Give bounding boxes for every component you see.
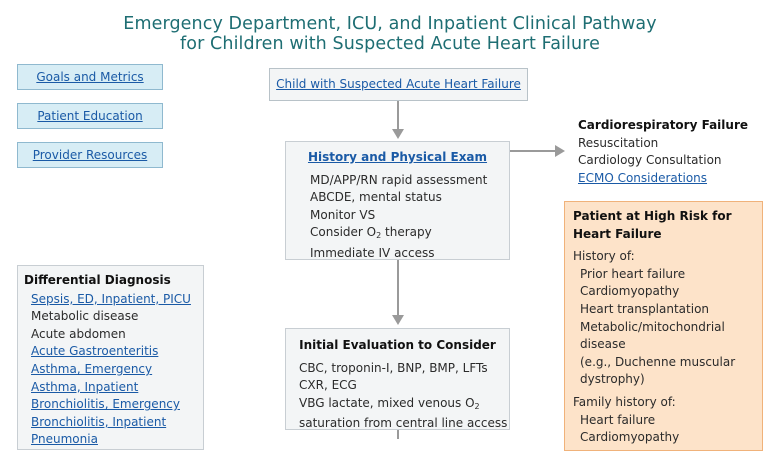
high-risk-node: Patient at High Risk for Heart Failure H… xyxy=(564,201,763,451)
o2-suffix: therapy xyxy=(381,225,432,240)
family-label: Family history of: xyxy=(573,394,676,409)
initial-evaluation-item: CXR, ECG xyxy=(299,378,357,393)
history-exam-node: History and Physical Exam MD/APP/RN rapi… xyxy=(285,141,510,260)
differential-item: Acute abdomen xyxy=(31,326,126,341)
history-item: Prior heart failure xyxy=(580,266,686,281)
family-item: Cardiomyopathy xyxy=(580,430,680,445)
history-exam-title[interactable]: History and Physical Exam xyxy=(307,150,488,164)
history-exam-item: Monitor VS xyxy=(310,207,376,222)
vbg-prefix: VBG lactate, mixed venous O xyxy=(299,395,475,410)
cardiorespiratory-title: Cardiorespiratory Failure xyxy=(578,118,749,132)
title-line-2: for Children with Suspected Acute Heart … xyxy=(180,34,600,54)
goals-metrics-button[interactable]: Goals and Metrics xyxy=(17,64,163,90)
vbg-item-line-2: saturation from central line access xyxy=(299,416,508,431)
history-label: History of: xyxy=(573,249,635,264)
flow-arrows xyxy=(392,101,565,439)
initial-evaluation-node: Initial Evaluation to Consider CBC, trop… xyxy=(285,328,510,430)
history-exam-item: MD/APP/RN rapid assessment xyxy=(310,172,488,187)
history-item: (e.g., Duchenne muscular dystrophy) xyxy=(580,354,736,387)
arrowhead-start-to-history xyxy=(392,129,404,139)
arrowhead-history-to-cardio xyxy=(555,145,565,157)
initial-evaluation-title: Initial Evaluation to Consider xyxy=(299,338,496,352)
differential-item: Metabolic disease xyxy=(31,309,139,324)
arrowhead-history-to-evaluation xyxy=(392,315,404,325)
history-exam-item: ABCDE, mental status xyxy=(310,190,442,205)
o2-subscript: 2 xyxy=(376,231,382,241)
differential-link[interactable]: Pneumonia xyxy=(31,432,98,447)
differential-link[interactable]: Bronchiolitis, Emergency xyxy=(31,397,180,412)
initial-evaluation-item: CBC, troponin-I, BNP, BMP, LFTs xyxy=(299,360,488,375)
history-exam-o2-item: Consider O2 therapy xyxy=(310,224,509,245)
start-node-link[interactable]: Child with Suspected Acute Heart Failure xyxy=(276,76,521,91)
differential-diagnosis-node: Differential Diagnosis Sepsis, ED, Inpat… xyxy=(17,265,204,450)
history-exam-item: Immediate IV access xyxy=(310,245,435,260)
provider-resources-button[interactable]: Provider Resources xyxy=(17,142,163,168)
o2-prefix: Consider O xyxy=(310,225,377,240)
differential-link[interactable]: Bronchiolitis, Inpatient xyxy=(31,414,167,429)
start-node[interactable]: Child with Suspected Acute Heart Failure xyxy=(269,68,528,101)
differential-link[interactable]: Acute Gastroenteritis xyxy=(31,344,159,359)
differential-title: Differential Diagnosis xyxy=(24,273,171,287)
title-line-1: Emergency Department, ICU, and Inpatient… xyxy=(123,14,657,34)
goals-metrics-link[interactable]: Goals and Metrics xyxy=(36,70,144,84)
patient-education-button[interactable]: Patient Education xyxy=(17,103,163,129)
history-item: Heart transplantation xyxy=(580,301,710,316)
ecmo-link[interactable]: ECMO Considerations xyxy=(578,170,708,185)
provider-resources-link[interactable]: Provider Resources xyxy=(32,148,148,162)
history-item: Metabolic/mitochondrial disease xyxy=(580,319,725,352)
differential-link[interactable]: Asthma, Inpatient xyxy=(31,379,139,394)
patient-education-link[interactable]: Patient Education xyxy=(37,109,143,123)
differential-link[interactable]: Sepsis, ED, Inpatient, PICU xyxy=(31,291,191,306)
cardiorespiratory-node: Cardiorespiratory Failure Resuscitation … xyxy=(578,117,748,187)
cardiorespiratory-item: Cardiology Consultation xyxy=(578,153,722,168)
family-item: Heart failure xyxy=(580,412,656,427)
history-item: Cardiomyopathy xyxy=(580,284,680,299)
cardiorespiratory-item: Resuscitation xyxy=(578,135,659,150)
differential-link[interactable]: Asthma, Emergency xyxy=(31,361,153,376)
page-title: Emergency Department, ICU, and Inpatient… xyxy=(0,14,780,54)
vbg-subscript: 2 xyxy=(474,401,480,411)
vbg-item: VBG lactate, mixed venous O2 xyxy=(299,395,509,416)
high-risk-title: Patient at High Risk for Heart Failure xyxy=(573,209,732,241)
